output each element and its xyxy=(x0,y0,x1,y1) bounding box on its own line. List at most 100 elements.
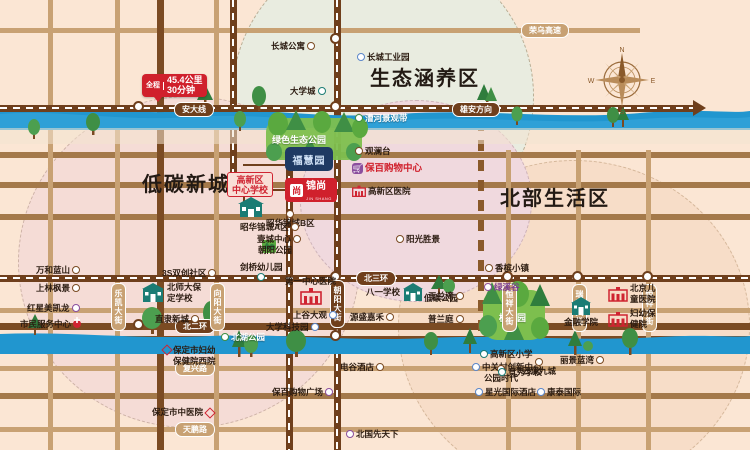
block-jinshang-logo[interactable]: 尚 锦尚 JIN SHANG xyxy=(285,178,337,202)
poi-kangtai-intl[interactable]: 康泰国际 xyxy=(537,387,581,397)
poi-bnu-baoding-school[interactable]: 北师大保定学校 xyxy=(141,282,201,304)
poi-xingguang-intl-hotel[interactable]: 星光国际酒店 xyxy=(475,387,536,397)
poi-wanhe-lanshan[interactable]: 万和蓝山 xyxy=(36,265,81,275)
poi-zhongguancun-innovation[interactable]: 中关村创新中心 xyxy=(472,362,542,372)
poi-yangguang-shengjing[interactable]: 阳光胜景 xyxy=(396,234,440,244)
poi-icon-cart xyxy=(352,163,363,174)
poi-icon-purple xyxy=(325,388,334,396)
poi-label: 玉兰湾 xyxy=(428,291,454,301)
poi-yuansheng-jiahe[interactable]: 源盛嘉禾 xyxy=(350,312,395,322)
poi-lijing-lanwan[interactable]: 丽景蓝湾 xyxy=(560,355,605,365)
poi-beiguo-xiantianxia[interactable]: 北国先天下 xyxy=(346,429,399,439)
poi-maternity-hospital[interactable]: 妇幼保健院 xyxy=(608,308,656,329)
poi-label: 万和蓝山 xyxy=(36,265,71,275)
road-lekai-dajie xyxy=(115,0,120,450)
poi-label: 壹城中心 xyxy=(257,234,292,244)
road-node xyxy=(133,101,144,112)
hospital-icon xyxy=(352,185,366,197)
poi-pulanting[interactable]: 普兰庭 xyxy=(428,314,464,324)
poi-diangu-hotel[interactable]: 电谷酒店 xyxy=(340,362,385,372)
callout-gaoxin-school[interactable]: 高新区 中心学校 xyxy=(227,172,274,197)
poi-3s-community[interactable]: 3S双创社区 xyxy=(162,268,217,278)
distance-callout[interactable]: 全程 45.4公里 30分钟 xyxy=(142,74,207,102)
poi-shanggu-daguan[interactable]: 上谷大观 xyxy=(293,310,338,320)
park-icon-chaoyang xyxy=(262,240,276,253)
tree-icon xyxy=(234,111,246,131)
tree-icon xyxy=(622,328,638,355)
road-ring-vertical-mid xyxy=(286,150,293,450)
poi-label: 上谷大观 xyxy=(293,310,328,320)
distance-callout-duration: 30分钟 xyxy=(167,84,196,95)
poi-label: 高新区小学 xyxy=(490,349,533,359)
poi-icon-brown xyxy=(307,42,316,50)
poi-icon-brown xyxy=(455,315,464,323)
poi-shanglin-fengjing[interactable]: 上林枫景 xyxy=(36,283,81,293)
distance-callout-prefix: 全程 xyxy=(146,81,164,90)
poi-yunxi-jiucheng[interactable]: 云溪九城 xyxy=(522,358,556,376)
poi-baobai-shopping-plaza[interactable]: 保百购物广场 xyxy=(272,387,334,397)
poi-caohe-landscape-belt[interactable]: 漕河景观带 xyxy=(355,113,408,123)
road-fuxing-lu xyxy=(0,366,750,371)
road-horizontal-5 xyxy=(0,214,750,220)
poi-icon-blue xyxy=(310,323,319,331)
poi-guanlantai[interactable]: 观澜台 xyxy=(355,146,391,156)
poi-yulanwan[interactable]: 玉兰湾 xyxy=(428,291,464,301)
road-beierhuan xyxy=(0,323,750,330)
poi-jingxiu-school[interactable]: 竞秀学校 xyxy=(498,367,542,377)
road-tianpeng-lu xyxy=(0,427,750,432)
block-fuhuiyuan[interactable]: 福慧园 xyxy=(285,147,333,171)
poi-lvxigu[interactable]: 绿溪谷 xyxy=(484,282,520,292)
road-label-xiangyang: 向阳大街 xyxy=(210,283,225,331)
poi-champagne-town[interactable]: 香槟小镇 xyxy=(485,263,529,273)
poi-icon-blue xyxy=(472,363,480,371)
poi-university-tech-park[interactable]: 大学科技园 xyxy=(266,322,319,332)
poi-label: 八一学校 xyxy=(366,287,401,297)
poi-zhaohua-jincheng-a[interactable]: 昭华锦城A区 xyxy=(240,222,299,232)
tree-icon xyxy=(28,314,42,335)
poi-beijing-childrens-hospital[interactable]: 北京儿童医院 xyxy=(608,283,656,304)
poi-baoding-maternity-west[interactable]: 保定市妇幼保健院西院 xyxy=(162,345,216,366)
poi-citizen-service-center[interactable]: 市民服务中心 xyxy=(20,317,82,329)
poi-redstar-macalline[interactable]: 红星美凯龙 xyxy=(27,303,80,313)
poi-zhili-new-town[interactable]: 直隶新城 xyxy=(155,314,200,324)
poi-label: 金融学院 xyxy=(564,317,599,327)
poi-chaoyang-park[interactable]: 朝阳公园 xyxy=(258,245,294,255)
poi-university-town[interactable]: 大学城 xyxy=(290,86,326,96)
poi-beihu-park[interactable]: 北湖公园 xyxy=(221,332,265,342)
road-label-hengxiang-2: 恒祥大街 xyxy=(642,284,657,332)
poi-bayi-school[interactable]: 八一学校 xyxy=(366,282,424,302)
poi-changcheng-industrial-park[interactable]: 长城工业园 xyxy=(357,52,410,62)
poi-gaoxin-hospital[interactable]: 高新区医院 xyxy=(352,185,411,197)
poi-baoding-tcm-hospital[interactable]: 保定市中医院 xyxy=(152,407,214,417)
school-building-icon xyxy=(142,283,164,302)
road-rongwu-expressway xyxy=(0,28,640,33)
road-node xyxy=(502,271,513,282)
road-node xyxy=(330,33,341,44)
zone-title-lowcarbon: 低碳新城 xyxy=(142,174,230,196)
poi-label: 保百购物广场 xyxy=(272,387,324,397)
poi-gaoxin-primary-school[interactable]: 高新区小学 xyxy=(480,349,533,359)
road-xiangyang-dajie xyxy=(214,0,219,450)
poi-label: 红星美凯龙 xyxy=(27,303,70,313)
road-label-lekai: 乐凯大街 xyxy=(111,283,126,331)
direction-arrow-head xyxy=(693,100,706,116)
poi-finance-college[interactable]: 金融学院 xyxy=(564,296,598,327)
poi-icon-teal xyxy=(480,350,488,358)
poi-label: 公园时代 xyxy=(484,373,519,383)
poi-label: 北国先天下 xyxy=(356,429,399,439)
road-andaxian xyxy=(0,105,695,112)
poi-icon-service xyxy=(73,317,82,328)
river-beihu xyxy=(0,330,750,356)
poi-baobai-shopping-center[interactable]: 保百购物中心 xyxy=(352,163,422,174)
poi-label: 北京儿童医院 xyxy=(630,283,656,304)
zone-title-north: 北部生活区 xyxy=(500,188,610,210)
poi-lowcarbon-park[interactable]: 低碳公园 xyxy=(424,293,458,303)
poi-zhaohua-jincheng-b[interactable]: 昭华锦城B区 xyxy=(266,210,315,228)
poi-jianqiao-kindergarten[interactable]: 剑桥幼儿园 xyxy=(240,262,283,281)
poi-yicheng-center[interactable]: 壹城中心 xyxy=(257,234,302,244)
hospital-icon xyxy=(608,286,628,302)
poi-label: 第一中心医院 xyxy=(285,276,337,286)
poi-first-central-hospital[interactable]: 第一中心医院 xyxy=(285,276,336,305)
poi-changcheng-apartment[interactable]: 长城公寓 xyxy=(271,41,316,51)
road-vertical-major-1 xyxy=(157,0,164,450)
